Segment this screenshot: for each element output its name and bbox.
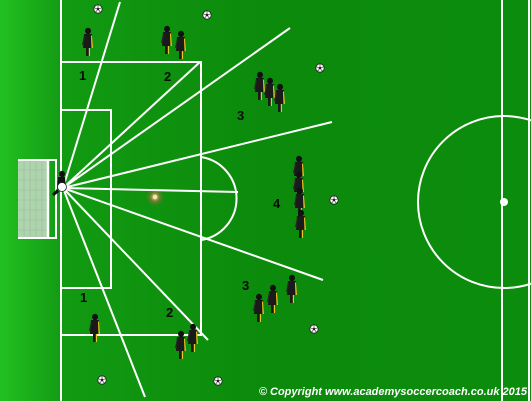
soccer-ball-icon — [315, 63, 325, 73]
soccer-ball-icon — [202, 10, 212, 20]
soccer-ball-icon — [93, 4, 103, 14]
passing-line — [62, 187, 146, 398]
zone-label: 3 — [237, 108, 245, 123]
goal-net-icon — [18, 159, 57, 239]
centre-circle — [417, 115, 531, 289]
passing-line — [62, 187, 209, 341]
soccer-ball-icon — [329, 195, 339, 205]
goalkeeper-figure-icon — [52, 170, 67, 196]
penalty-arc — [200, 156, 238, 241]
passing-line — [62, 27, 291, 189]
zone-label: 2 — [164, 69, 172, 84]
soccer-ball-icon — [213, 376, 223, 386]
soccer-ball-icon — [309, 324, 319, 334]
penalty-spot — [152, 194, 158, 200]
passing-line — [62, 61, 201, 189]
passing-line — [62, 121, 333, 189]
passing-line — [62, 187, 324, 281]
soccer-ball-icon — [97, 375, 107, 385]
passing-lines — [62, 1, 333, 398]
zone-label: 4 — [273, 196, 281, 211]
zone-label: 3 — [242, 278, 250, 293]
copyright-notice: © Copyright www.academysoccercoach.co.uk… — [258, 386, 527, 398]
centre-spot — [500, 198, 508, 206]
zone-label: 2 — [166, 305, 174, 320]
passing-line — [62, 187, 239, 193]
passing-line — [62, 1, 121, 189]
zone-label: 1 — [79, 68, 87, 83]
zone-label: 1 — [80, 290, 88, 305]
